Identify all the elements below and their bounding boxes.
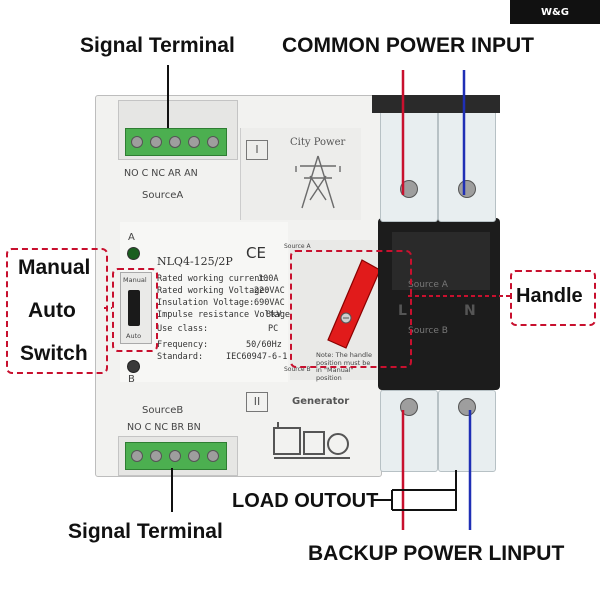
spec-name: Rated working current: (157, 274, 270, 284)
spec-name: Standard: (157, 352, 204, 362)
common-power-input-label: COMMON POWER INPUT (282, 34, 534, 57)
spec-value: 50/60Hz (246, 340, 282, 350)
indicator-b-led (127, 360, 140, 373)
screw-icon (188, 450, 200, 462)
spec-name: Insulation Voltage: (157, 298, 255, 308)
source-a-mark: Source A (284, 243, 311, 250)
roman-one-box: I (246, 140, 268, 160)
screw-icon (207, 136, 219, 148)
indicator-a-led (127, 247, 140, 260)
bottom-terminal-codes: NO C NC BR BN (127, 422, 201, 433)
auto-small-label: Auto (126, 332, 142, 340)
indicator-b-label: B (128, 374, 135, 385)
terminal-screw-icon (400, 398, 418, 416)
terminal-screw-icon (458, 398, 476, 416)
switch-label: Switch (20, 342, 88, 365)
bottom-right-terminal-cover (438, 390, 496, 472)
l-mark: L (398, 303, 407, 319)
screw-icon (131, 450, 143, 462)
generator-label: Generator (292, 396, 350, 407)
source-a-window (392, 232, 490, 290)
screw-icon (150, 136, 162, 148)
terminal-screw-icon (458, 180, 476, 198)
manual-label: Manual (18, 256, 91, 279)
manual-auto-switch-callout (6, 248, 108, 374)
spec-value: 220VAC (254, 286, 285, 296)
spec-value: 690VAC (254, 298, 285, 308)
power-tower-icon (295, 155, 341, 209)
load-output-bracket (372, 470, 457, 511)
spec-value: PC (268, 324, 279, 334)
screw-icon (169, 450, 181, 462)
mode-switch-toggle[interactable] (128, 290, 140, 326)
roman-two-box: II (246, 392, 268, 412)
mode-switch-highlight (112, 268, 158, 352)
generator-icon (273, 422, 350, 459)
source-a-right-label: Source A (408, 280, 448, 290)
spec-value: 8kV (266, 310, 282, 320)
bottom-left-terminal-cover (380, 390, 438, 472)
n-mark: N (464, 303, 476, 319)
auto-label: Auto (28, 299, 76, 322)
handle-label: Handle (516, 285, 583, 307)
spec-name: Frequency: (157, 340, 209, 350)
top-terminal-codes: NO C NC AR AN (124, 168, 198, 179)
source-b-right-label: Source B (408, 326, 448, 336)
screw-icon (150, 450, 162, 462)
brand-logo: W&G (510, 0, 600, 24)
source-b-label: SourceB (142, 405, 184, 416)
load-output-label: LOAD OUTOUT (232, 490, 379, 512)
top-left-terminal-cover (380, 110, 438, 222)
terminal-screw-icon (400, 180, 418, 198)
source-a-label: SourceA (142, 190, 184, 201)
red-handle[interactable] (318, 256, 388, 356)
signal-terminal-top-label: Signal Terminal (80, 34, 235, 57)
model-label: NLQ4-125/2P (157, 255, 233, 268)
ce-mark: CE (246, 244, 266, 262)
source-b-mark: Source B (284, 366, 311, 373)
screw-icon (188, 136, 200, 148)
signal-terminal-bottom-label: Signal Terminal (68, 520, 223, 543)
screw-icon (207, 450, 219, 462)
spec-name: Use class: (157, 324, 209, 334)
indicator-a-label: A (128, 232, 135, 243)
city-power-label: City Power (290, 137, 346, 148)
spec-value: IEC60947-6-1 (226, 352, 288, 362)
spec-value: 100A (258, 274, 279, 284)
handle-highlight (290, 250, 412, 368)
handle-callout (510, 270, 596, 326)
city-power-panel (240, 128, 361, 220)
screw-icon (131, 136, 143, 148)
spec-name: Rated working Voltage: (157, 286, 270, 296)
handle-note: Note: The handle position must be in "Ma… (316, 351, 372, 382)
screw-icon (169, 136, 181, 148)
spec-name: Impulse resistance Voltage: (157, 310, 296, 320)
manual-small-label: Manual (123, 276, 147, 284)
backup-power-input-label: BACKUP POWER LINPUT (308, 542, 565, 565)
